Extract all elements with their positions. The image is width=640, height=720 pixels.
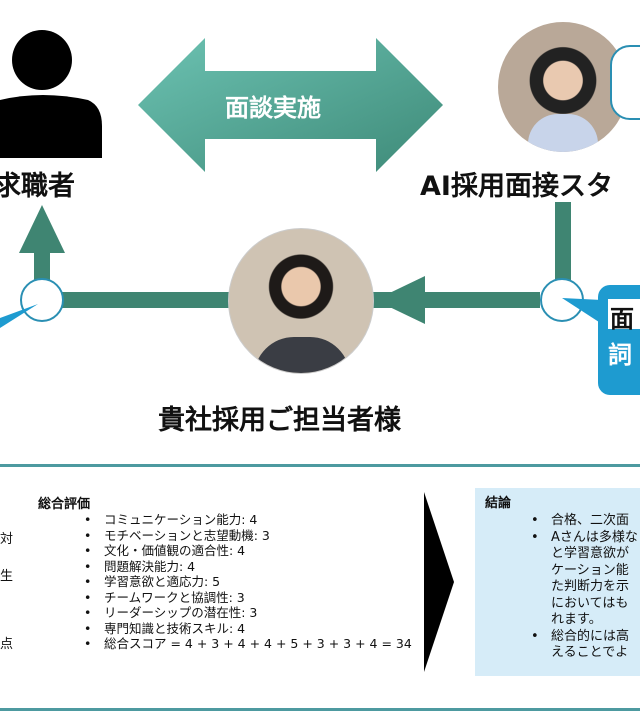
score-list: コミュニケーション能力: 4 モチベーションと志望動機: 3 文化・価値観の適合… — [84, 512, 412, 652]
overall-evaluation-title: 総合評価 — [38, 497, 91, 512]
interview-label: 面談実施 — [225, 94, 321, 122]
score-item: リーダーシップの潜在性: 3 — [84, 605, 412, 621]
left-fragment: 点 — [0, 637, 14, 652]
score-total: 総合スコア = 4 + 3 + 4 + 4 + 5 + 3 + 3 + 4 = … — [84, 636, 412, 652]
flow-line-up — [34, 250, 50, 280]
company-representative-photo — [228, 228, 374, 374]
score-item: 問題解決能力: 4 — [84, 559, 412, 575]
score-item: 文化・価値観の適合性: 4 — [84, 543, 412, 559]
flow-node-left — [20, 278, 64, 322]
score-item: モチベーションと志望動機: 3 — [84, 528, 412, 544]
conclusion-item: Aさんは多様な と学習意欲が ケーション能 た判断力を示 においてはも れます。 — [531, 530, 640, 629]
ai-interviewer-photo — [498, 22, 628, 152]
divider-bottom — [0, 708, 640, 711]
conclusion-title: 結論 — [485, 496, 512, 511]
person-icon — [0, 30, 102, 158]
company-label: 貴社採用ご担当者様 — [158, 405, 401, 436]
speech-bubble — [610, 45, 640, 120]
left-fragment: 対 — [0, 532, 14, 547]
conclusion-box: 結論 合格、二次面 Aさんは多様な と学習意欲が ケーション能 た判断力を示 に… — [475, 488, 640, 676]
chevron-right-icon — [424, 492, 454, 672]
callout-tail-right — [562, 298, 602, 324]
double-arrow-interview — [138, 38, 443, 172]
score-item: チームワークと協調性: 3 — [84, 590, 412, 606]
left-fragment: 生 — [0, 569, 14, 584]
score-item: コミュニケーション能力: 4 — [84, 512, 412, 528]
conclusion-item: 総合的には高 えることでよ — [531, 629, 640, 662]
callout-tail-left — [0, 304, 38, 328]
callout-box-right: 面 詞 — [598, 285, 640, 395]
divider-top — [0, 464, 640, 467]
conclusion-item: 合格、二次面 — [531, 513, 640, 530]
arrow-left-icon — [375, 276, 425, 324]
score-item: 学習意欲と適応力: 5 — [84, 574, 412, 590]
flow-line-vertical — [555, 202, 571, 280]
arrow-up-icon — [19, 205, 65, 253]
ai-staff-label: AI採用面接スタ — [420, 171, 613, 202]
score-item: 専門知識と技術スキル: 4 — [84, 621, 412, 637]
job-seeker-label: 求職者 — [0, 171, 75, 202]
